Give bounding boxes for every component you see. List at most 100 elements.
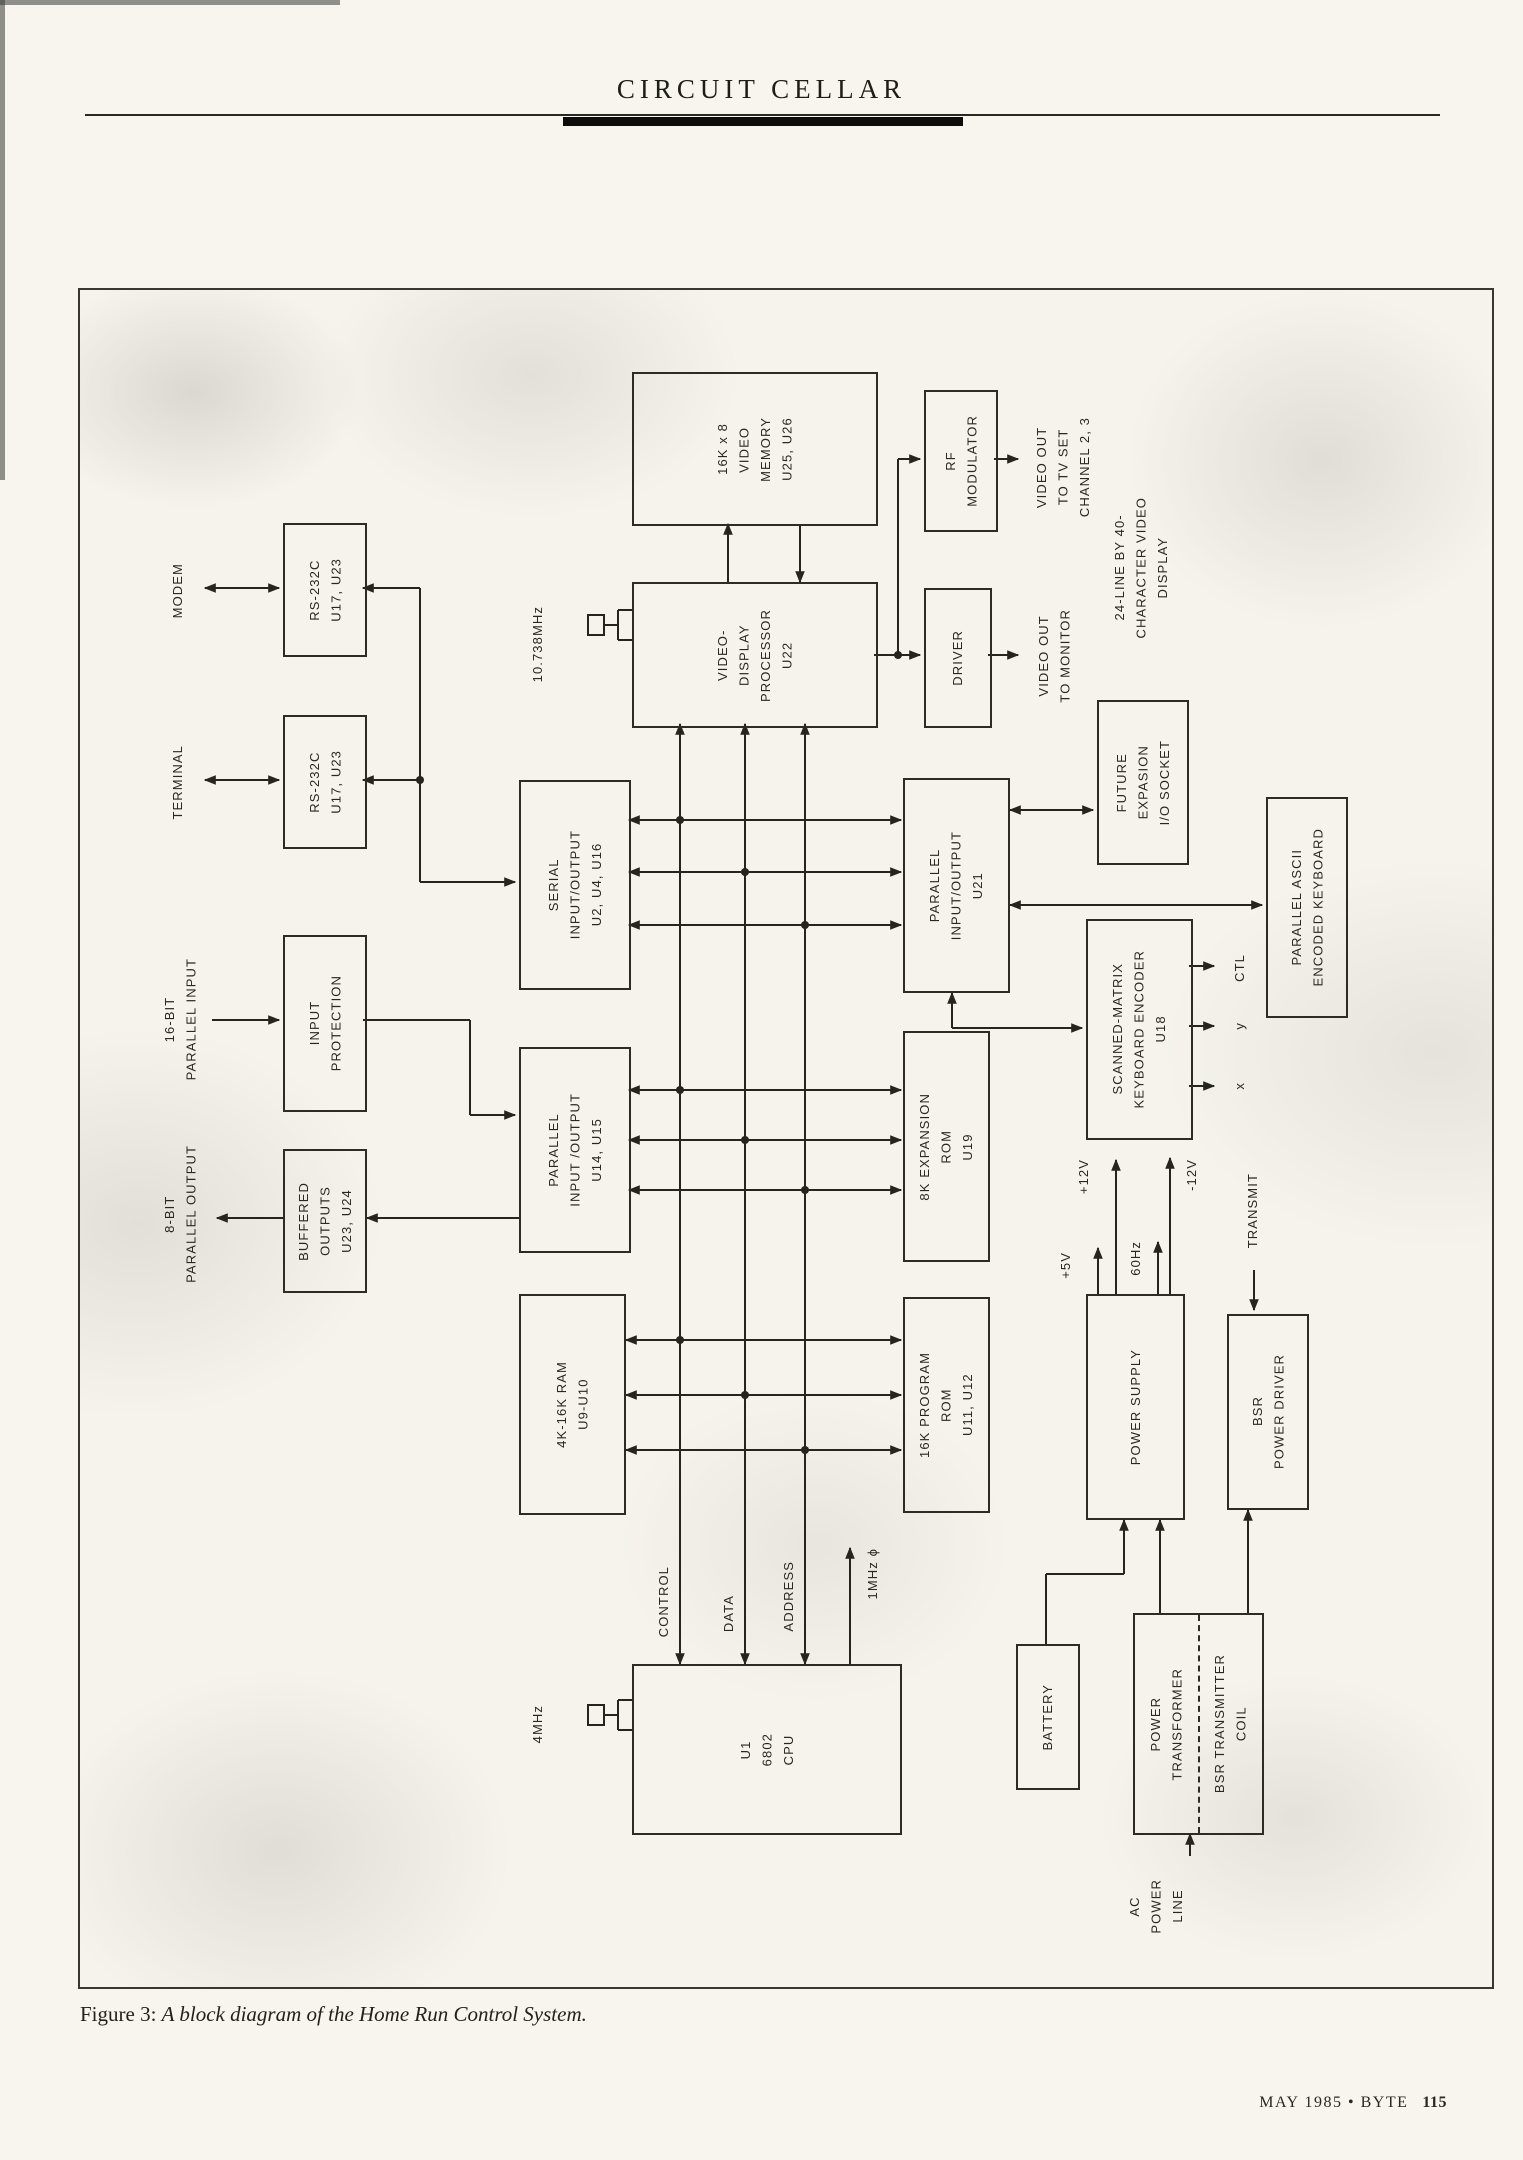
label-modem-text: MODEM [170, 563, 186, 619]
block-input-protection: INPUT PROTECTION [283, 935, 367, 1112]
block-power-supply: POWER SUPPLY [1086, 1294, 1185, 1520]
label-plus12v: +12V [1066, 1146, 1102, 1208]
block-serial-io: SERIAL INPUT/OUTPUT U2, U4, U16 [519, 780, 631, 990]
block-video-display-processor-label: VIDEO- DISPLAY PROCESSOR U22 [715, 608, 795, 702]
label-transmit-text: TRANSMIT [1245, 1173, 1261, 1249]
label-ctl-text: CTL [1232, 954, 1248, 982]
scan-artifact-top [0, 0, 340, 5]
block-rs232c-terminal-label: RS-232C U17, U23 [306, 750, 343, 814]
block-16k-program-rom: 16K PROGRAM ROM U11, U12 [903, 1297, 990, 1513]
header-rule [85, 114, 1440, 116]
label-modem: MODEM [156, 545, 200, 637]
figure-caption-prefix: Figure 3: [80, 2002, 157, 2026]
block-battery-label: BATTERY [1040, 1683, 1056, 1751]
footer-issue: MAY 1985 • BYTE [1259, 2094, 1409, 2111]
label-60hz: 60Hz [1118, 1226, 1154, 1290]
label-control-bus: CONTROL [648, 1552, 680, 1652]
block-bsr-power-driver-label: BSR POWER DRIVER [1249, 1354, 1286, 1470]
bus-lines [675, 722, 855, 1666]
bsr-transmitter-coil-section: BSR TRANSMITTER COIL [1197, 1615, 1263, 1833]
block-input-protection-label: INPUT PROTECTION [306, 975, 343, 1072]
block-battery: BATTERY [1016, 1644, 1080, 1790]
block-8k-expansion-rom: 8K EXPANSION ROM U19 [903, 1031, 990, 1262]
block-ram-label: 4K-16K RAM U9-U10 [554, 1361, 591, 1448]
label-terminal-text: TERMINAL [170, 744, 186, 820]
block-parallel-io-u21-label: PARALLEL INPUT/OUTPUT U21 [927, 830, 986, 941]
label-16bit-parallel-input: 16-BIT PARALLEL INPUT [150, 940, 210, 1098]
block-scanned-matrix-encoder: SCANNED-MATRIX KEYBOARD ENCODER U18 [1086, 919, 1193, 1140]
block-cpu: U1 6802 CPU [632, 1664, 902, 1835]
power-wires [1045, 1156, 1259, 1856]
block-rs232c-modem-label: RS-232C U17, U23 [306, 558, 343, 622]
label-ac-power-line: AC POWER LINE [1127, 1858, 1185, 1954]
power-transformer-label: POWER TRANSFORMER [1147, 1667, 1185, 1781]
block-ram: 4K-16K RAM U9-U10 [519, 1294, 626, 1515]
block-16k-program-rom-label: 16K PROGRAM ROM U11, U12 [917, 1351, 976, 1458]
label-data-bus-text: DATA [721, 1595, 737, 1633]
block-bsr-power-driver: BSR POWER DRIVER [1227, 1314, 1309, 1510]
label-ac-power-line-text: AC POWER LINE [1126, 1878, 1185, 1934]
figure-caption: Figure 3: A block diagram of the Home Ru… [80, 2002, 587, 2027]
crystal-vdp-icon [587, 609, 632, 641]
label-address-bus-text: ADDRESS [781, 1560, 797, 1632]
block-buffered-outputs: BUFFERED OUTPUTS U23, U24 [283, 1149, 367, 1293]
label-1mhz-clock: 1MHz ϕ [856, 1530, 890, 1618]
label-16bit-parallel-input-text: 16-BIT PARALLEL INPUT [161, 957, 198, 1081]
block-video-memory-label: 16K x 8 VIDEO MEMORY U25, U26 [715, 416, 795, 482]
block-rs232c-modem: RS-232C U17, U23 [283, 523, 367, 657]
power-transformer-section: POWER TRANSFORMER [1135, 1615, 1198, 1833]
label-60hz-text: 60Hz [1128, 1240, 1144, 1276]
block-parallel-ascii-keyboard-label: PARALLEL ASCII ENCODED KEYBOARD [1288, 828, 1325, 987]
label-display-note: 24-LINE BY 40- CHARACTER VIDEO DISPLAY [1101, 476, 1181, 660]
label-crystal-10738: 10.738MHz [520, 583, 556, 705]
label-video-out-tv: VIDEO OUT TO TV SET CHANNEL 2, 3 [1022, 383, 1104, 551]
label-y-text: y [1232, 1022, 1248, 1030]
label-minus12v-text: -12V [1184, 1159, 1200, 1191]
block-scanned-matrix-encoder-label: SCANNED-MATRIX KEYBOARD ENCODER U18 [1110, 950, 1169, 1109]
label-8bit-parallel-output-text: 8-BIT PARALLEL OUTPUT [161, 1145, 198, 1283]
label-data-bus: DATA [713, 1578, 745, 1650]
block-video-memory: 16K x 8 VIDEO MEMORY U25, U26 [632, 372, 878, 526]
parallel-wires [212, 1015, 519, 1223]
label-x: x [1220, 1068, 1260, 1104]
label-display-note-text: 24-LINE BY 40- CHARACTER VIDEO DISPLAY [1111, 497, 1170, 639]
bsr-transmitter-coil-label: BSR TRANSMITTER COIL [1212, 1654, 1249, 1794]
figure-caption-text: A block diagram of the Home Run Control … [161, 2002, 587, 2026]
video-wires [723, 454, 1020, 660]
block-parallel-ascii-keyboard: PARALLEL ASCII ENCODED KEYBOARD [1266, 797, 1348, 1018]
page-title: CIRCUIT CELLAR [616, 74, 907, 104]
block-rs232c-terminal: RS-232C U17, U23 [283, 715, 367, 849]
bus-branch-rows [624, 815, 903, 1455]
footer-page-number: 115 [1422, 2094, 1447, 2111]
block-parallel-io-u14-u15: PARALLEL INPUT /OUTPUT U14, U15 [519, 1047, 631, 1253]
label-video-out-monitor-text: VIDEO OUT TO MONITOR [1035, 609, 1072, 703]
label-plus5v-text: +5V [1058, 1251, 1074, 1279]
label-plus5v: +5V [1048, 1238, 1084, 1292]
block-cpu-label: U1 6802 CPU [737, 1732, 796, 1767]
label-8bit-parallel-output: 8-BIT PARALLEL OUTPUT [150, 1134, 210, 1294]
block-power-transformer: POWER TRANSFORMER BSR TRANSMITTER COIL [1133, 1613, 1264, 1835]
crystal-cpu-icon [587, 1699, 632, 1731]
label-control-bus-text: CONTROL [656, 1566, 672, 1638]
label-y: y [1220, 1008, 1260, 1044]
label-transmit: TRANSMIT [1234, 1158, 1272, 1264]
block-8k-expansion-rom-label: 8K EXPANSION ROM U19 [917, 1092, 976, 1201]
block-driver: DRIVER [924, 588, 992, 728]
block-parallel-io-u21: PARALLEL INPUT/OUTPUT U21 [903, 778, 1010, 993]
scan-artifact-left [0, 0, 5, 480]
label-video-out-tv-text: VIDEO OUT TO TV SET CHANNEL 2, 3 [1033, 416, 1092, 518]
block-driver-label: DRIVER [950, 630, 966, 686]
keyboard-wires [947, 805, 1264, 1091]
label-address-bus: ADDRESS [773, 1543, 805, 1649]
label-terminal: TERMINAL [156, 726, 200, 838]
label-video-out-monitor: VIDEO OUT TO MONITOR [1022, 586, 1086, 726]
block-serial-io-label: SERIAL INPUT/OUTPUT U2, U4, U16 [545, 830, 604, 940]
block-future-expansion-label: FUTURE EXPASION I/O SOCKET [1113, 739, 1172, 826]
block-rf-modulator: RF MODULATOR [924, 390, 998, 532]
label-crystal-4mhz: 4MHz [520, 1681, 556, 1767]
label-crystal-4mhz-text: 4MHz [530, 1704, 546, 1744]
block-rf-modulator-label: RF MODULATOR [942, 415, 979, 507]
page-footer: MAY 1985 • BYTE 115 [1259, 2094, 1447, 2112]
